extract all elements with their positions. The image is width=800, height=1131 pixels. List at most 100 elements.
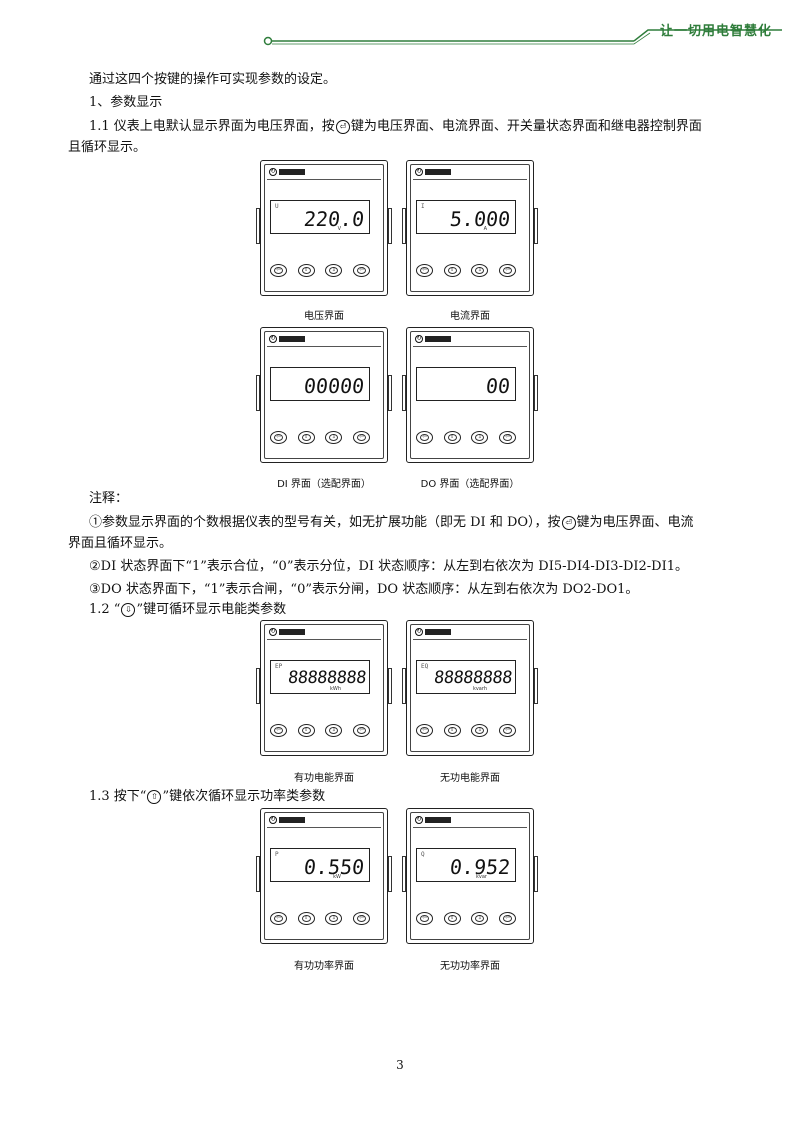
lcd-value: 220.0 [302, 207, 366, 231]
meter-down-key: ⇩ [325, 264, 343, 277]
down-key-icon: ⇩ [475, 267, 485, 274]
meter-up-key: ⇧ [443, 264, 461, 277]
meter-up-key: ⇧ [297, 264, 315, 277]
meter-up-key: ⇧ [443, 724, 461, 737]
enter-key-icon: ⏎ [502, 915, 512, 922]
enter-key-icon: ⏎ [561, 516, 576, 530]
meter-logo: ↻ [269, 815, 305, 824]
meter-left-key: ⇦ [416, 431, 433, 444]
company-slogan: 让一切用电智慧化 [659, 24, 772, 39]
meter-mount-ear [388, 856, 392, 892]
up-key-icon: ⇧ [447, 267, 457, 274]
meter-enter-key: ⏎ [352, 912, 370, 925]
meter-keypad: ⇦⇧⇩⏎ [416, 724, 516, 737]
meter-caption: 有功电能界面 [294, 773, 354, 784]
meter-down-key: ⇩ [471, 264, 489, 277]
meter-caption: 电压界面 [304, 311, 344, 322]
left-key-icon: ⇦ [274, 434, 283, 441]
brand-label-icon [279, 816, 305, 823]
meter-down-key: ⇩ [325, 724, 343, 737]
up-key-icon: ⇧ [301, 727, 311, 734]
meter-mount-ear [534, 856, 538, 892]
left-key-icon: ⇦ [274, 267, 283, 274]
meter-logo: ↻ [415, 334, 451, 343]
meter-logo: ↻ [415, 167, 451, 176]
section-1-2: 1.2 “⇩”键可循环显示电能类参数 [89, 602, 287, 617]
enter-key-icon: ⏎ [502, 434, 512, 441]
meter-logo: ↻ [415, 627, 451, 636]
down-key-icon: ⇩ [475, 727, 485, 734]
enter-key-icon: ⏎ [502, 267, 512, 274]
section-1-3: 1.3 按下“⇧”键依次循环显示功率类参数 [89, 789, 326, 804]
meter-figure: ↻ EQ 88888888 kvarh ⇦⇧⇩⏎ [402, 620, 538, 756]
brand-label-icon [279, 335, 305, 342]
meter-caption: DI 界面（选配界面） [277, 479, 371, 490]
brand-logo-icon: ↻ [269, 627, 277, 636]
meter-keypad: ⇦ ⇧ ⇩ ⏎ [270, 264, 370, 277]
meter-down-key: ⇩ [325, 431, 343, 444]
brand-logo-icon: ↻ [269, 167, 277, 176]
meter-caption: DO 界面（选配界面） [420, 479, 520, 490]
left-key-icon: ⇦ [420, 727, 429, 734]
lcd-param-label: I [421, 203, 425, 210]
lcd-param-label: P [275, 851, 279, 858]
meter-enter-key: ⏎ [352, 431, 370, 444]
brand-logo-icon: ↻ [415, 334, 423, 343]
enter-key-icon: ⏎ [356, 915, 366, 922]
meter-keypad: ⇦ ⇧ ⇩ ⏎ [270, 912, 370, 925]
brand-logo-icon: ↻ [269, 815, 277, 824]
meter-left-key: ⇦ [416, 264, 433, 277]
meter-mount-ear [534, 375, 538, 411]
lcd-param-label: Q [421, 851, 425, 858]
meter-keypad: ⇦ ⇧ ⇩ ⏎ [416, 431, 516, 444]
brand-logo-icon: ↻ [415, 627, 423, 636]
lcd-unit: V [337, 226, 341, 232]
brand-label-icon [425, 335, 451, 342]
up-key-icon: ⇧ [447, 915, 457, 922]
intro-text: 通过这四个按键的操作可实现参数的设定。 [89, 72, 337, 87]
meter-figure: ↻ P 0.550 kW ⇦ ⇧ ⇩ ⏎ [256, 808, 392, 944]
meter-up-key: ⇧ [297, 724, 315, 737]
enter-key-icon: ⏎ [335, 120, 350, 134]
lcd-param-label: EQ [421, 663, 429, 670]
meter-left-key: ⇦ [270, 912, 287, 925]
left-key-icon: ⇦ [420, 267, 429, 274]
lcd-unit: A [483, 226, 487, 232]
down-key-icon: ⇩ [329, 915, 339, 922]
note-title: 注释： [89, 491, 129, 506]
down-key-icon: ⇩ [329, 267, 339, 274]
meter-left-key: ⇦ [270, 264, 287, 277]
meter-up-key: ⇧ [297, 431, 315, 444]
meter-logo: ↻ [269, 167, 305, 176]
lcd-unit: kW [333, 874, 341, 880]
meter-down-key: ⇩ [325, 912, 343, 925]
page-number: 3 [396, 1058, 404, 1072]
meter-figure: ↻ 00000 ⇦⇧⇩⏎ [256, 327, 392, 463]
down-key-icon: ⇩ [475, 915, 485, 922]
down-key-icon: ⇩ [329, 727, 339, 734]
meter-caption: 电流界面 [450, 311, 490, 322]
lcd-value: 88888888 [287, 668, 368, 688]
left-key-icon: ⇦ [420, 434, 429, 441]
lcd-param-label: U [275, 203, 279, 210]
down-key-icon: ⇩ [121, 603, 136, 617]
meter-figure: ↻ U 220.0 V ⇦ ⇧ ⇩ ⏎ [256, 160, 392, 296]
meter-mount-ear [256, 856, 260, 892]
up-key-icon: ⇧ [301, 267, 311, 274]
up-key-icon: ⇧ [301, 434, 311, 441]
meter-up-key: ⇧ [297, 912, 315, 925]
meter-up-key: ⇧ [443, 431, 461, 444]
down-key-icon: ⇩ [475, 434, 485, 441]
meter-lcd: P 0.550 kW [270, 848, 370, 882]
meter-figure: ↻ Q 0.952 kvar ⇦⇧⇩⏎ [402, 808, 538, 944]
meter-mount-ear [534, 668, 538, 704]
down-key-icon: ⇩ [329, 434, 339, 441]
meter-lcd: I 5.000 A [416, 200, 516, 234]
section-1-1-line1: 1.1 仪表上电默认显示界面为电压界面，按⏎键为电压界面、电流界面、开关量状态界… [89, 119, 702, 134]
enter-key-icon: ⏎ [356, 267, 366, 274]
meter-enter-key: ⏎ [352, 264, 370, 277]
meter-enter-key: ⏎ [498, 912, 516, 925]
header-rule [263, 29, 782, 46]
brand-logo-icon: ↻ [415, 815, 423, 824]
meter-mount-ear [256, 208, 260, 244]
